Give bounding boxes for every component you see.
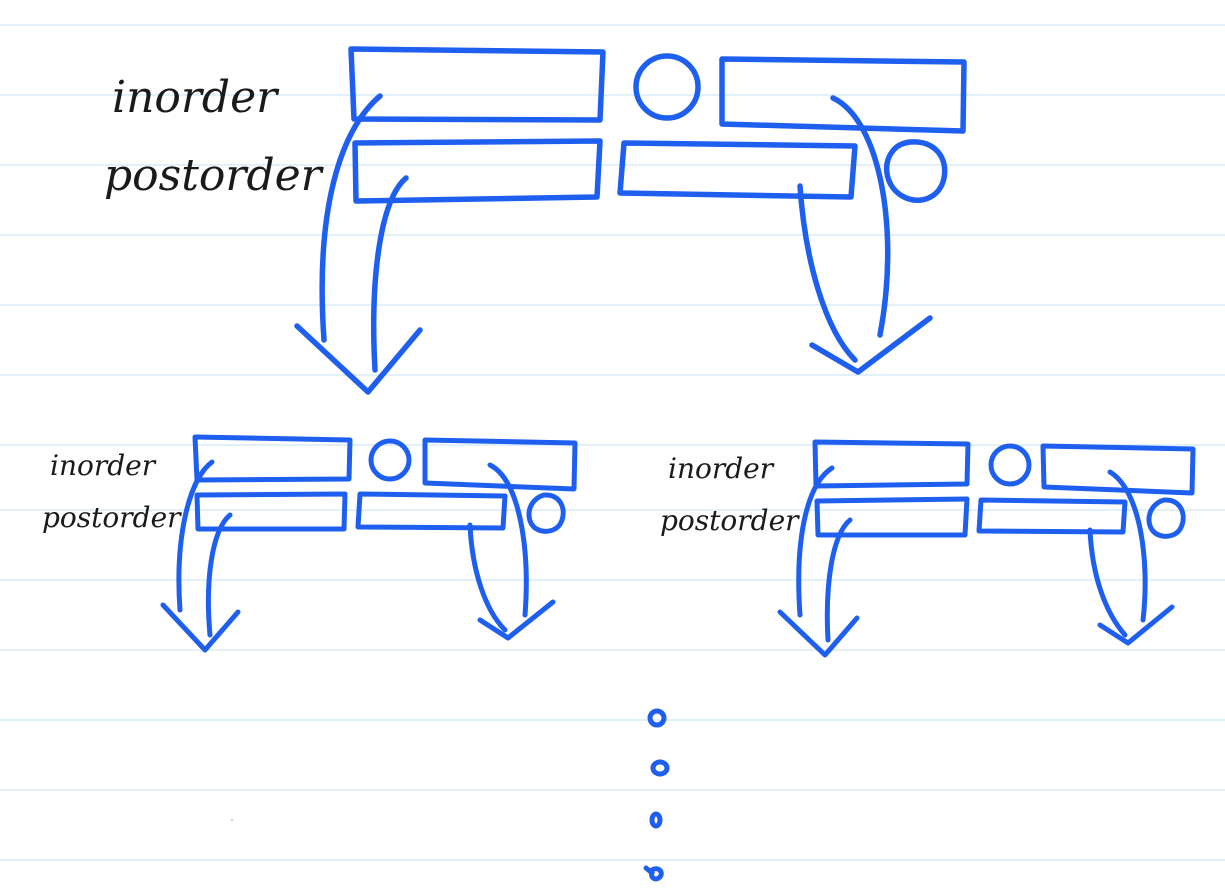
- right-right-arrow-curve-2: [1087, 527, 1128, 638]
- top-right-arrow-head: [809, 315, 933, 375]
- stray-mark: [231, 819, 233, 821]
- top-left-arrow-curve-1: [319, 93, 383, 343]
- top-right-arrow-curve-2: [797, 183, 858, 363]
- continuation-dot-2: [650, 759, 670, 777]
- top-inorder-root-circle: [633, 53, 701, 121]
- continuation-dots: [643, 708, 670, 882]
- top-inorder-left-box: [348, 46, 606, 123]
- right-right-arrow-head: [1097, 604, 1175, 646]
- top-postorder-label: postorder: [104, 150, 325, 201]
- left-inorder-left-box: [192, 434, 353, 483]
- top-diagram: inorder postorder: [104, 46, 967, 395]
- right-postorder-label: postorder: [660, 504, 800, 537]
- left-inorder-right-box: [422, 437, 578, 492]
- left-left-arrow-head: [160, 602, 241, 653]
- top-postorder-right-box: [617, 140, 858, 200]
- left-boxes: [192, 434, 578, 534]
- left-inorder-label: inorder: [50, 449, 157, 482]
- right-left-arrow-head: [777, 609, 860, 658]
- top-left-arrow-head: [294, 323, 423, 395]
- top-inorder-right-box: [719, 56, 967, 134]
- continuation-dot-1: [647, 708, 667, 728]
- right-subdiagram: inorder postorder: [660, 439, 1196, 658]
- right-inorder-right-box: [1040, 443, 1196, 496]
- left-postorder-left-box: [194, 491, 348, 532]
- left-arrows: [160, 459, 556, 653]
- top-postorder-left-box: [352, 138, 603, 204]
- left-left-arrow-curve-2: [205, 512, 233, 638]
- left-right-arrow-curve-2: [467, 522, 508, 633]
- top-postorder-root-circle: [883, 139, 948, 203]
- right-left-arrow-curve-2: [824, 517, 853, 643]
- right-postorder-right-box: [976, 497, 1128, 535]
- left-left-arrow-curve-1: [176, 459, 215, 613]
- right-inorder-label: inorder: [668, 452, 775, 485]
- left-inorder-root-circle: [368, 438, 412, 482]
- right-arrows: [777, 465, 1175, 658]
- left-postorder-right-box: [355, 491, 508, 531]
- left-subdiagram: inorder postorder: [42, 434, 578, 653]
- right-inorder-left-box: [812, 439, 971, 489]
- left-postorder-label: postorder: [42, 501, 182, 534]
- top-arrows: [294, 93, 933, 395]
- left-right-arrow-head: [477, 599, 556, 641]
- ruled-lines: [0, 24, 1225, 861]
- left-right-arrow-curve-1: [487, 462, 529, 618]
- top-left-arrow-curve-2: [371, 175, 409, 373]
- right-postorder-left-box: [814, 496, 970, 538]
- left-postorder-root-circle: [526, 492, 566, 534]
- right-boxes: [812, 439, 1196, 539]
- right-postorder-root-circle: [1146, 497, 1186, 539]
- right-left-arrow-curve-1: [796, 465, 835, 618]
- top-inorder-label: inorder: [112, 72, 280, 123]
- continuation-dot-4: [643, 865, 664, 882]
- continuation-dot-3: [649, 811, 663, 829]
- right-right-arrow-curve-1: [1107, 469, 1148, 623]
- top-boxes: [348, 46, 967, 204]
- right-inorder-root-circle: [988, 443, 1032, 487]
- top-right-arrow-curve-1: [830, 95, 891, 338]
